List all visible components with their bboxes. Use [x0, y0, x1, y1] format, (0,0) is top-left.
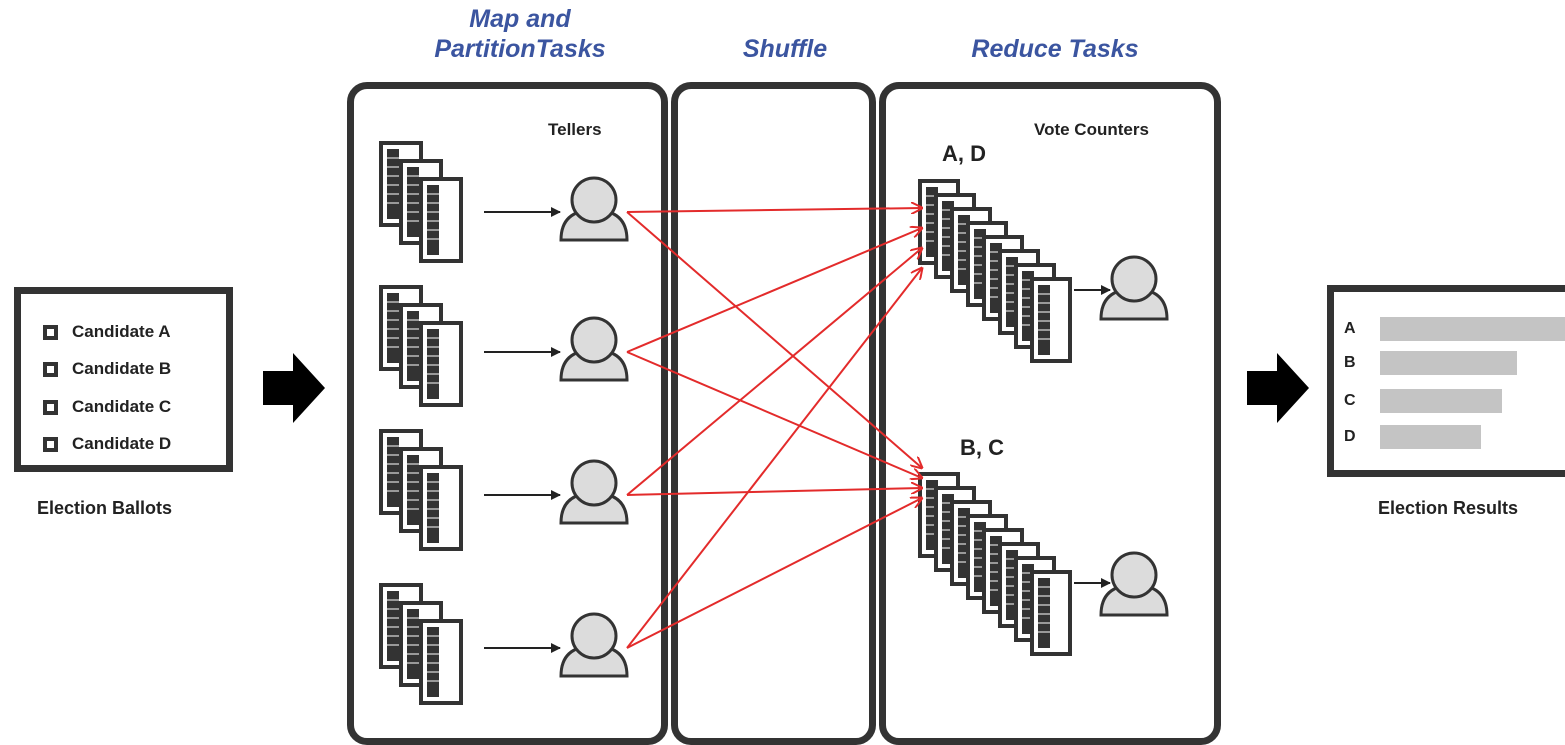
right-arrow-icon	[1247, 353, 1309, 423]
document-stack-icon	[379, 583, 463, 705]
result-letter: C	[1344, 392, 1356, 409]
document-stack-icon	[918, 179, 1072, 363]
map-stage-title-line2: PartitionTasks	[434, 35, 606, 63]
candidate-label: Candidate B	[72, 359, 172, 378]
person-icon	[559, 612, 629, 678]
result-row: C	[1344, 389, 1502, 413]
result-letter: D	[1344, 428, 1356, 445]
result-letter: A	[1344, 320, 1356, 337]
flow-arrow	[626, 208, 922, 212]
document-stack-icon	[379, 141, 463, 263]
vote-counters-label: Vote Counters	[1034, 120, 1149, 139]
map-stage-title: Map and PartitionTasks	[400, 4, 640, 64]
reducer-group-bc-label: B, C	[960, 435, 1004, 460]
reduce-stage-title: Reduce Tasks	[971, 35, 1139, 63]
election-results-caption: Election Results	[1378, 498, 1519, 518]
checkbox-icon	[43, 361, 58, 377]
election-ballots-caption: Election Ballots	[37, 498, 173, 518]
candidate-label: Candidate C	[72, 397, 172, 416]
election-results: A B C D	[1327, 285, 1565, 477]
result-letter: B	[1344, 354, 1356, 371]
person-icon	[1099, 551, 1169, 617]
candidate-label: Candidate D	[72, 434, 172, 453]
person-icon	[1099, 255, 1169, 321]
candidate-row: Candidate C	[43, 394, 171, 420]
result-row: A	[1344, 317, 1565, 341]
document-stack-icon	[379, 429, 463, 551]
flow-arrow	[626, 211, 922, 468]
flow-arrow	[626, 498, 922, 649]
result-row: D	[1344, 425, 1481, 449]
document-stack-icon	[379, 285, 463, 407]
reducer-group-ad-label: A, D	[942, 141, 986, 166]
shuffle-stage-title: Shuffle	[742, 35, 828, 63]
checkbox-icon	[43, 399, 58, 415]
right-arrow-icon	[263, 353, 325, 423]
person-icon	[559, 459, 629, 525]
flow-arrow	[626, 268, 922, 649]
checkbox-icon	[43, 436, 58, 452]
person-icon	[559, 176, 629, 242]
person-icon	[559, 316, 629, 382]
result-row: B	[1344, 351, 1517, 375]
result-bar	[1380, 389, 1502, 413]
map-stage-title-line1: Map and	[469, 5, 571, 33]
candidate-row: Candidate B	[43, 356, 171, 382]
flow-arrow	[626, 351, 922, 478]
result-bar	[1380, 317, 1565, 341]
tellers-label: Tellers	[548, 120, 602, 139]
candidate-row: Candidate D	[43, 431, 171, 457]
result-bar	[1380, 425, 1481, 449]
flow-arrow	[626, 228, 922, 353]
election-ballot: Candidate A Candidate B Candidate C Cand…	[14, 287, 233, 472]
flow-arrow	[626, 248, 922, 496]
document-stack-icon	[918, 472, 1072, 656]
candidate-label: Candidate A	[72, 322, 171, 341]
result-bar	[1380, 351, 1517, 375]
checkbox-icon	[43, 324, 58, 340]
candidate-row: Candidate A	[43, 319, 171, 345]
flow-arrow	[626, 488, 922, 496]
